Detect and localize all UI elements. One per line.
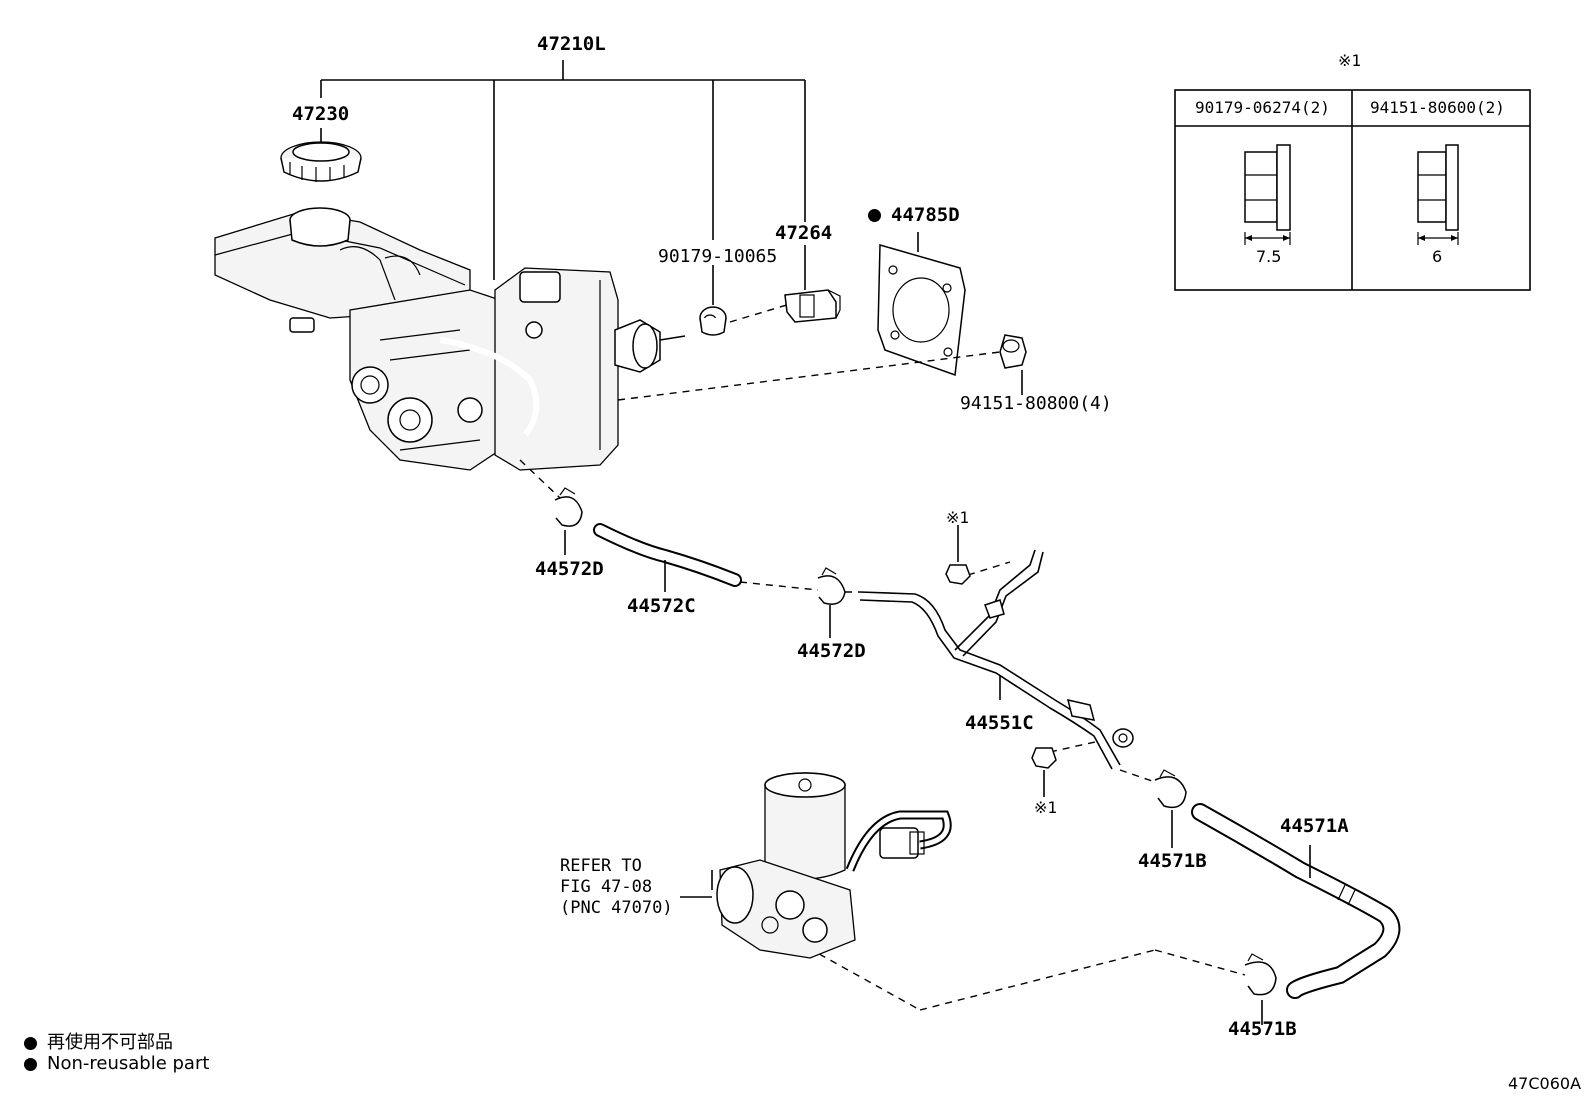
label-44571b-lower: 44571B xyxy=(1228,1018,1297,1040)
label-47210l: 47210L xyxy=(537,33,606,55)
legend-dot-icon-en xyxy=(24,1057,37,1071)
reservoir-cap-drawing xyxy=(280,128,362,182)
flange-nut-icon-left xyxy=(1244,144,1291,245)
refer-note-line3: (PNC 47070) xyxy=(560,898,673,918)
non-reusable-icon xyxy=(868,209,881,222)
assembly-leader-lines xyxy=(320,60,806,280)
label-90179-10065: 90179-10065 xyxy=(658,246,778,267)
hose-44571a-drawing xyxy=(1191,803,1401,999)
label-94151-80800: 94151-80800(4) xyxy=(960,393,1112,414)
flange-nut-drawing xyxy=(617,334,1027,401)
hose-44572c-drawing xyxy=(593,523,819,592)
legend-english: Non-reusable part xyxy=(24,1053,209,1074)
label-47264: 47264 xyxy=(775,222,833,244)
spec-table-frame xyxy=(1174,89,1531,291)
gasket-drawing xyxy=(877,232,966,377)
label-44572c: 44572C xyxy=(627,595,696,617)
master-cylinder-assembly-drawing xyxy=(214,207,686,471)
pump-motor-unit-drawing xyxy=(680,772,1156,1011)
label-44572d-mid: 44572D xyxy=(797,640,866,662)
refer-note-line1: REFER TO xyxy=(560,856,642,876)
nut-ref1-top-drawing xyxy=(945,525,971,585)
label-44571a: 44571A xyxy=(1280,815,1349,837)
nut-ref1-bottom-drawing xyxy=(1031,747,1057,797)
table-ref-mark: ※1 xyxy=(1338,51,1362,70)
legend-english-text: Non-reusable part xyxy=(47,1053,210,1074)
bracket-drawing xyxy=(784,245,841,323)
clip-44571b-lower-drawing xyxy=(1154,949,1277,1025)
table-col1-header: 90179-06274(2) xyxy=(1195,98,1330,117)
diagram-code: 47C060A xyxy=(1508,1074,1582,1093)
clip-44572d-top-drawing xyxy=(519,459,583,555)
legend-japanese-text: 再使用不可部品 xyxy=(47,1032,173,1053)
clip-44571b-upper-drawing xyxy=(1154,769,1187,848)
legend-dot-icon-ja xyxy=(24,1036,37,1050)
label-44785d: 44785D xyxy=(868,204,960,226)
flange-nut-icon-right xyxy=(1417,144,1459,245)
label-47230: 47230 xyxy=(292,103,350,125)
refer-note-line2: FIG 47-08 xyxy=(560,877,653,897)
label-44551c: 44551C xyxy=(965,712,1034,734)
pipe-44551c-drawing xyxy=(859,549,1156,783)
clip-44572d-mid-drawing xyxy=(817,567,860,638)
table-col2-dimension: 6 xyxy=(1432,247,1443,266)
table-col1-dimension: 7.5 xyxy=(1256,247,1282,266)
ref-mark-bottom: ※1 xyxy=(1034,798,1058,817)
label-44571b-upper: 44571B xyxy=(1138,850,1207,872)
label-44785d-text: 44785D xyxy=(891,204,960,226)
ref-mark-top: ※1 xyxy=(946,508,970,527)
legend-japanese: 再使用不可部品 xyxy=(24,1028,173,1054)
label-44572d-top: 44572D xyxy=(535,558,604,580)
table-col2-header: 94151-80600(2) xyxy=(1370,98,1505,117)
grommet-drawing xyxy=(699,265,791,336)
